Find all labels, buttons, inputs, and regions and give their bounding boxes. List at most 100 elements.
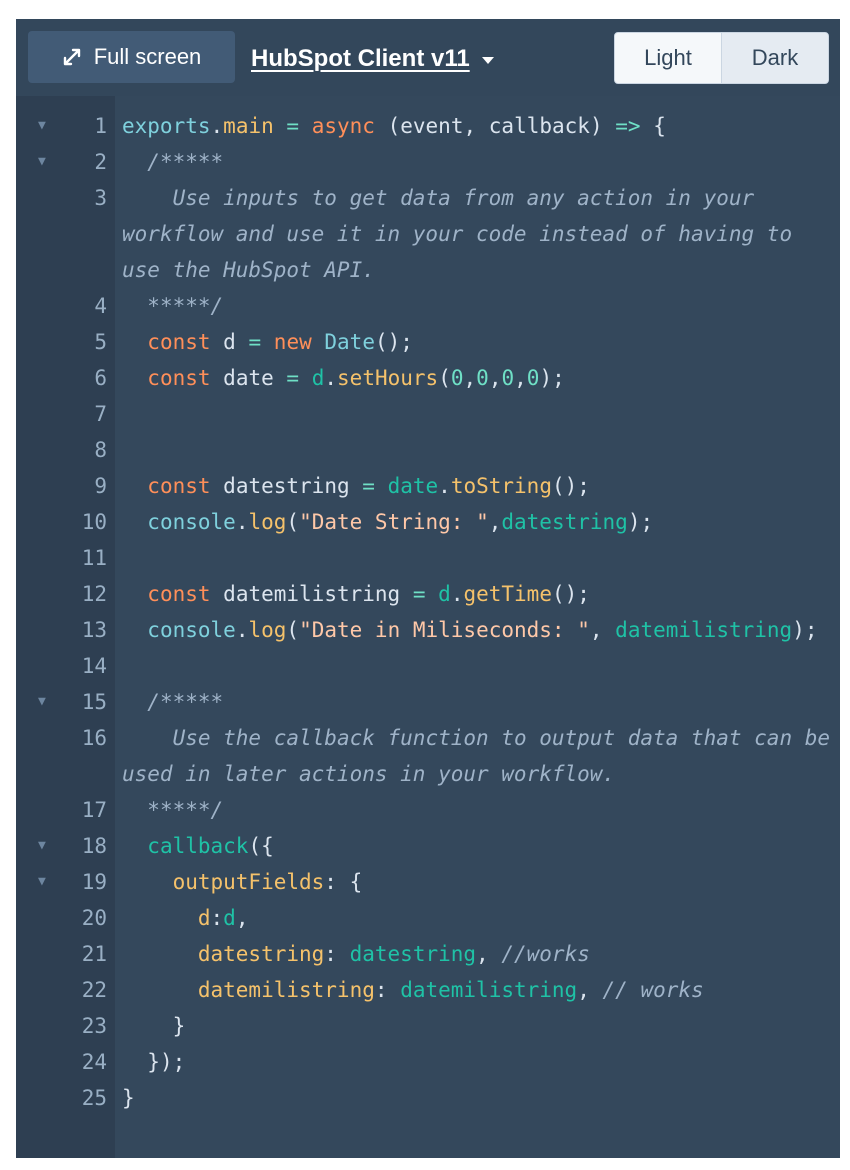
code-line[interactable]: 6 const date = d.setHours(0,0,0,0);: [16, 360, 840, 396]
line-number: 11: [81, 546, 107, 570]
code-text: ​: [115, 648, 832, 684]
code-line[interactable]: 23 }: [16, 1008, 840, 1044]
line-number: 16: [81, 726, 107, 750]
line-number: 22: [81, 978, 107, 1002]
code-text: const datemilistring = d.getTime();: [147, 582, 590, 606]
line-number: 10: [81, 510, 107, 534]
code-text: });: [147, 1050, 186, 1074]
fold-triangle-icon[interactable]: ▼: [38, 154, 46, 169]
line-number: 7: [94, 402, 107, 426]
code-line[interactable]: 10 console.log("Date String: ",datestrin…: [16, 504, 840, 540]
code-text: d:d,: [197, 906, 249, 930]
code-line[interactable]: 24 });: [16, 1044, 840, 1080]
theme-dark-option[interactable]: Dark: [722, 33, 828, 83]
code-line[interactable]: 13 console.log("Date in Miliseconds: ", …: [16, 612, 840, 648]
version-dropdown[interactable]: HubSpot Client v11: [251, 39, 494, 79]
line-number-cell: 4: [16, 288, 115, 324]
line-number: 24: [81, 1050, 107, 1074]
code-line[interactable]: 12 const datemilistring = d.getTime();: [16, 576, 840, 612]
code-text: *****/: [122, 798, 224, 822]
line-number: 25: [81, 1086, 107, 1110]
line-number: 21: [81, 942, 107, 966]
line-number-cell: 22: [16, 972, 115, 1008]
code-line[interactable]: 7​: [16, 396, 840, 432]
code-text: const d = new Date();: [147, 330, 413, 354]
line-number: 5: [94, 330, 107, 354]
line-number: 12: [81, 582, 107, 606]
line-number-cell: 24: [16, 1044, 115, 1080]
line-number: 19: [81, 870, 107, 894]
code-line[interactable]: 25}: [16, 1080, 840, 1116]
fold-triangle-icon[interactable]: ▼: [38, 118, 46, 133]
code-text: Use inputs to get data from any action i…: [122, 186, 805, 282]
code-text: ​: [115, 540, 832, 576]
line-number: 1: [94, 114, 107, 138]
line-number-cell: 7: [16, 396, 115, 432]
code-text: const date = d.setHours(0,0,0,0);: [147, 366, 565, 390]
line-number-cell: 8: [16, 432, 115, 468]
line-number-cell: ▼ 19: [16, 864, 115, 900]
code-line[interactable]: ▼18 callback({: [16, 828, 840, 864]
line-number-cell: ▼2: [16, 144, 115, 180]
line-number: 15: [81, 690, 107, 714]
line-number-cell: 12: [16, 576, 115, 612]
code-line[interactable]: ▼ 19 outputFields: {: [16, 864, 840, 900]
full-screen-button[interactable]: Full screen: [28, 31, 235, 83]
code-line[interactable]: 9 const datestring = date.toString();: [16, 468, 840, 504]
line-number-cell: 10: [16, 504, 115, 540]
code-line[interactable]: 14 ​: [16, 648, 840, 684]
line-number: 3: [94, 186, 107, 210]
line-number: 9: [94, 474, 107, 498]
code-text: ​: [115, 396, 832, 432]
line-number-cell: 13: [16, 612, 115, 648]
line-number: 14: [81, 654, 107, 678]
full-screen-label: Full screen: [93, 44, 202, 69]
line-number-cell: 21: [16, 936, 115, 972]
fold-triangle-icon[interactable]: ▼: [38, 874, 46, 889]
fold-triangle-icon[interactable]: ▼: [38, 838, 46, 853]
code-text: console.log("Date String: ",datestring);: [147, 510, 654, 534]
code-text: }: [122, 1086, 135, 1110]
line-number: 8: [94, 438, 107, 462]
code-line[interactable]: 21 datestring: datestring, //works: [16, 936, 840, 972]
theme-toggle: Light Dark: [614, 32, 829, 84]
line-number-cell: 5: [16, 324, 115, 360]
line-number: 4: [94, 294, 107, 318]
line-number: 13: [81, 618, 107, 642]
code-line[interactable]: ▼2 /*****: [16, 144, 840, 180]
code-line[interactable]: 20 d:d,: [16, 900, 840, 936]
code-text: console.log("Date in Miliseconds: ", dat…: [147, 618, 818, 642]
code-line[interactable]: 17 *****/: [16, 792, 840, 828]
code-line[interactable]: ▼ 15 /*****: [16, 684, 840, 720]
code-text: const datestring = date.toString();: [147, 474, 590, 498]
line-number-cell: 9: [16, 468, 115, 504]
line-number: 6: [94, 366, 107, 390]
code-line[interactable]: 8​: [16, 432, 840, 468]
code-text: /*****: [122, 690, 224, 714]
line-number-cell: 3: [16, 180, 115, 216]
line-number-cell: 6: [16, 360, 115, 396]
code-line[interactable]: 3 Use inputs to get data from any action…: [16, 180, 840, 288]
fold-triangle-icon[interactable]: ▼: [38, 694, 46, 709]
editor-title[interactable]: HubSpot Client v11: [251, 45, 470, 72]
code-text: outputFields: {: [172, 870, 363, 894]
line-number: 18: [81, 834, 107, 858]
line-number-cell: 20: [16, 900, 115, 936]
code-line[interactable]: 4 *****/: [16, 288, 840, 324]
theme-light-option[interactable]: Light: [615, 33, 722, 83]
code-text: *****/: [122, 294, 224, 318]
code-line[interactable]: 22 datemilistring: datemilistring, // wo…: [16, 972, 840, 1008]
caret-down-icon[interactable]: [481, 56, 494, 64]
line-number-cell: 16: [16, 720, 115, 756]
code-line[interactable]: 16 Use the callback function to output d…: [16, 720, 840, 792]
editor-header: Full screen HubSpot Client v11 Light Dar…: [16, 19, 840, 96]
code-text: Use the callback function to output data…: [122, 726, 843, 786]
code-line[interactable]: 11 ​: [16, 540, 840, 576]
line-number-cell: 25: [16, 1080, 115, 1116]
line-number: 2: [94, 150, 107, 174]
line-number: 23: [81, 1014, 107, 1038]
code-line[interactable]: 5 const d = new Date();: [16, 324, 840, 360]
